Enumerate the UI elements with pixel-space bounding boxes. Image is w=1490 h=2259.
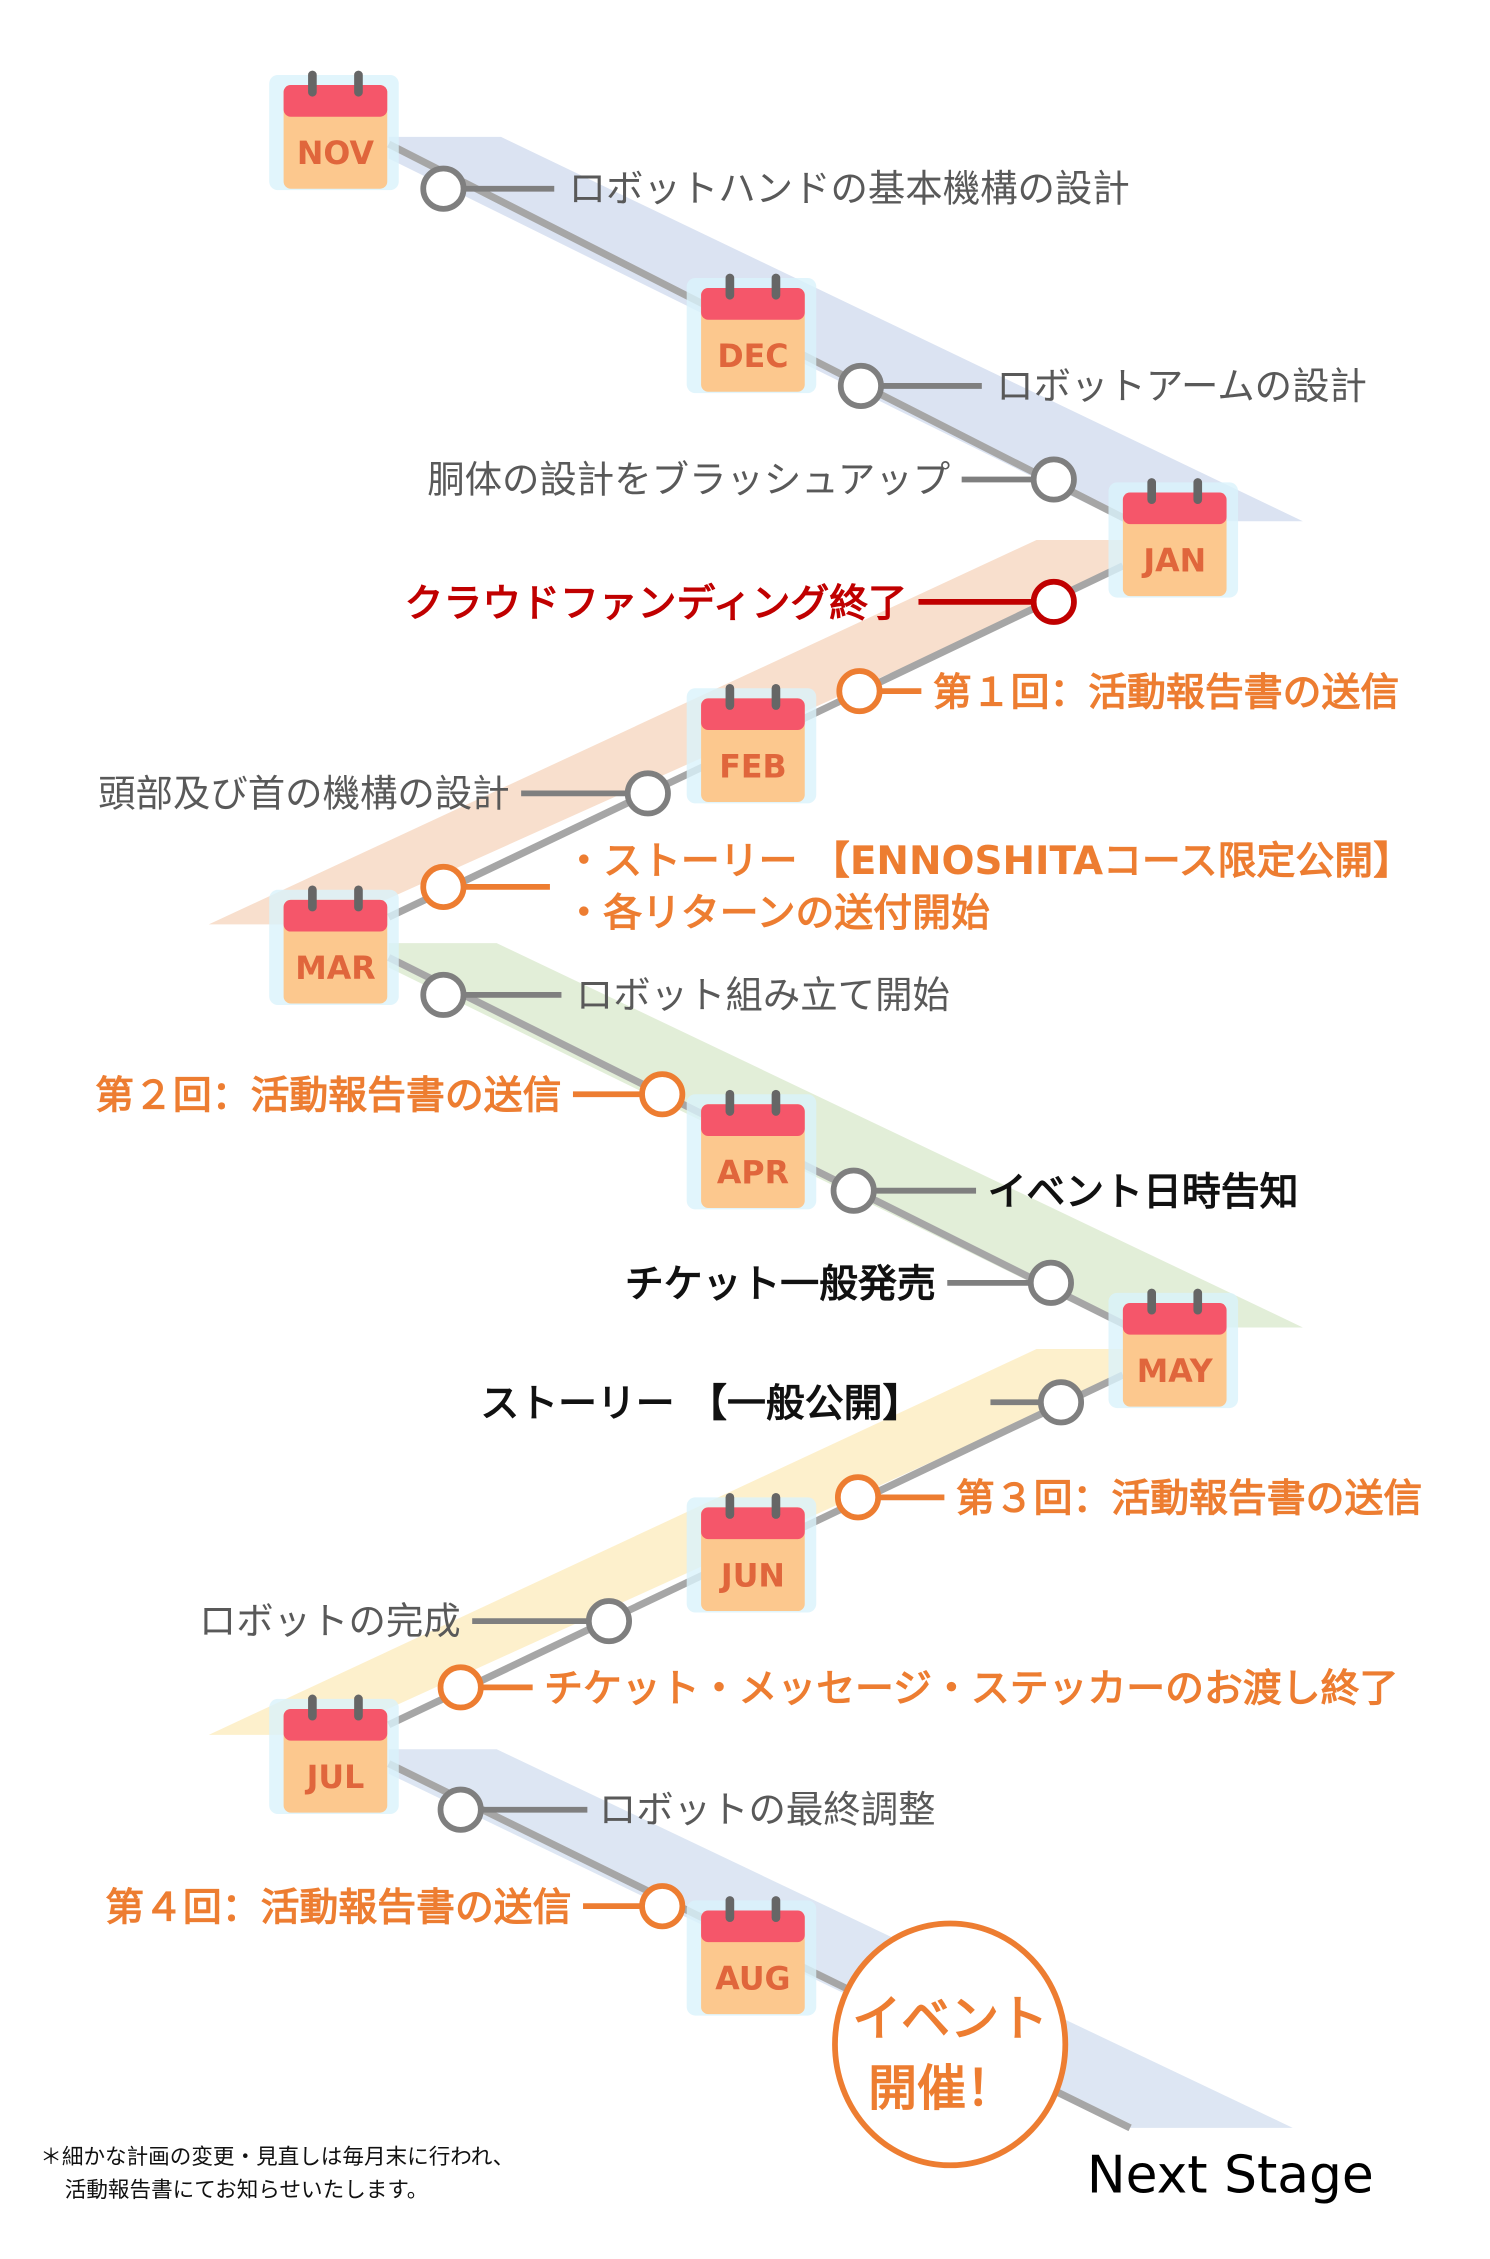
calendar-month-label: JUL xyxy=(305,1760,365,1796)
milestone-story-limited: ・ストーリー 【ENNOSHITAコース限定公開】 xyxy=(564,839,1412,884)
calendar-icon: APR xyxy=(686,1089,817,1210)
milestone-head-neck: 頭部及び首の機構の設計 xyxy=(98,771,509,815)
milestone-assembly-start: ロボット組み立て開始 xyxy=(576,973,950,1017)
milestone-node xyxy=(836,668,883,715)
calendar-ring xyxy=(1193,478,1203,504)
band-may-jul xyxy=(208,1349,1123,1735)
calendar-ring xyxy=(1193,1288,1203,1315)
calendar-header xyxy=(701,1910,805,1943)
milestone-report-2: 第２回：活動報告書の送信 xyxy=(95,1074,561,1119)
milestone-ticket-sale: チケット一般発売 xyxy=(625,1262,936,1307)
event-circle xyxy=(832,1920,1069,2169)
calendar-icon: AUG xyxy=(686,1896,817,2016)
calendar-ring xyxy=(725,683,735,710)
calendar-header xyxy=(701,1507,805,1540)
calendar-month-label: JUN xyxy=(719,1559,785,1595)
calendar-icon: MAY xyxy=(1108,1288,1239,1409)
milestone-node xyxy=(639,1883,686,1930)
calendar-icon: FEB xyxy=(686,683,817,804)
calendar-header xyxy=(701,1104,805,1136)
calendar-ring xyxy=(308,1694,317,1721)
milestone-returns-start: ・各リターンの送付開始 xyxy=(564,891,990,936)
milestone-node xyxy=(837,362,884,409)
milestone-report-1: 第１回：活動報告書の送信 xyxy=(933,671,1399,716)
milestone-node xyxy=(420,971,467,1018)
milestone-robot-complete: ロボットの完成 xyxy=(199,1599,461,1643)
milestone-report-3: 第３回：活動報告書の送信 xyxy=(956,1477,1422,1522)
milestone-node xyxy=(639,1071,686,1118)
milestone-node xyxy=(585,1598,632,1645)
milestone-node xyxy=(830,1167,877,1214)
milestone-node xyxy=(624,770,671,817)
calendar-ring xyxy=(1147,1288,1157,1315)
milestone-node xyxy=(1030,456,1077,503)
calendar-header xyxy=(283,899,388,932)
milestone-node xyxy=(1037,1379,1085,1426)
calendar-ring xyxy=(771,1493,781,1519)
milestone-report-4: 第４回：活動報告書の送信 xyxy=(105,1886,571,1931)
calendar-icon: JAN xyxy=(1108,478,1239,598)
calendar-month-label: FEB xyxy=(719,750,786,786)
milestone-node xyxy=(1027,1259,1074,1306)
milestone-crowdfunding-end: クラウドファンディング終了 xyxy=(405,581,907,626)
milestone-story-public: ストーリー 【一般公開】 xyxy=(480,1382,921,1427)
milestone-body-brushup: 胴体の設計をブラッシュアップ xyxy=(427,457,950,501)
event-text-line1: イベント xyxy=(852,1991,1048,2048)
milestone-node xyxy=(437,1786,484,1833)
calendar-month-label: MAR xyxy=(295,951,375,987)
milestone-node xyxy=(1030,578,1077,625)
calendar-month-label: DEC xyxy=(717,339,788,375)
footnote-line1: ＊細かな計画の変更・見直しは毎月末に行われ、 xyxy=(40,2145,514,2170)
calendar-ring xyxy=(354,1694,363,1721)
milestone-node xyxy=(834,1474,882,1521)
milestone-node xyxy=(420,863,467,910)
calendar-month-label: MAY xyxy=(1137,1354,1214,1390)
calendar-icon: JUL xyxy=(269,1694,399,1815)
next-stage-label: Next Stage xyxy=(1087,2146,1374,2206)
footnote-line2: 活動報告書にてお知らせいたします。 xyxy=(65,2178,429,2203)
calendar-header xyxy=(1122,492,1227,525)
calendar-icon: MAR xyxy=(269,885,399,1005)
calendar-icon: DEC xyxy=(686,273,817,394)
calendar-ring xyxy=(725,273,735,300)
calendar-ring xyxy=(771,273,781,300)
calendar-ring xyxy=(354,885,363,912)
calendar-header xyxy=(1122,1302,1227,1335)
calendar-ring xyxy=(771,1089,781,1116)
calendar-icon: NOV xyxy=(269,70,399,191)
milestone-robot-arm: ロボットアームの設計 xyxy=(996,364,1367,408)
band-jan-mar xyxy=(208,539,1123,925)
calendar-month-label: APR xyxy=(717,1155,789,1191)
calendar-ring xyxy=(771,1896,781,1923)
calendar-header xyxy=(283,1708,388,1741)
band-nov-jan xyxy=(388,136,1303,522)
calendar-ring xyxy=(725,1493,735,1519)
band-mar-may xyxy=(388,943,1303,1328)
calendar-ring xyxy=(354,70,363,97)
calendar-ring xyxy=(725,1896,735,1923)
calendar-ring xyxy=(308,70,317,97)
calendar-ring xyxy=(1147,478,1157,504)
milestone-robot-hand: ロボットハンドの基本機構の設計 xyxy=(569,167,1130,211)
milestone-final-adjust: ロボットの最終調整 xyxy=(599,1788,936,1832)
calendar-header xyxy=(701,288,805,320)
calendar-month-label: NOV xyxy=(297,136,375,172)
calendar-icon: JUN xyxy=(686,1493,817,1613)
calendar-ring xyxy=(771,683,781,710)
calendar-header xyxy=(283,85,388,117)
milestone-event-announce: イベント日時告知 xyxy=(988,1170,1299,1215)
calendar-month-label: AUG xyxy=(715,1962,790,1998)
calendar-header xyxy=(701,698,805,731)
calendar-month-label: JAN xyxy=(1141,544,1206,580)
milestone-node xyxy=(437,1664,484,1711)
milestone-node xyxy=(420,165,467,212)
milestone-handover-end: チケット・メッセージ・ステッカーのお渡し終了 xyxy=(544,1667,1398,1712)
event-text-line2: 開催！ xyxy=(868,2060,1015,2117)
calendar-ring xyxy=(725,1089,735,1116)
calendar-ring xyxy=(308,885,317,912)
